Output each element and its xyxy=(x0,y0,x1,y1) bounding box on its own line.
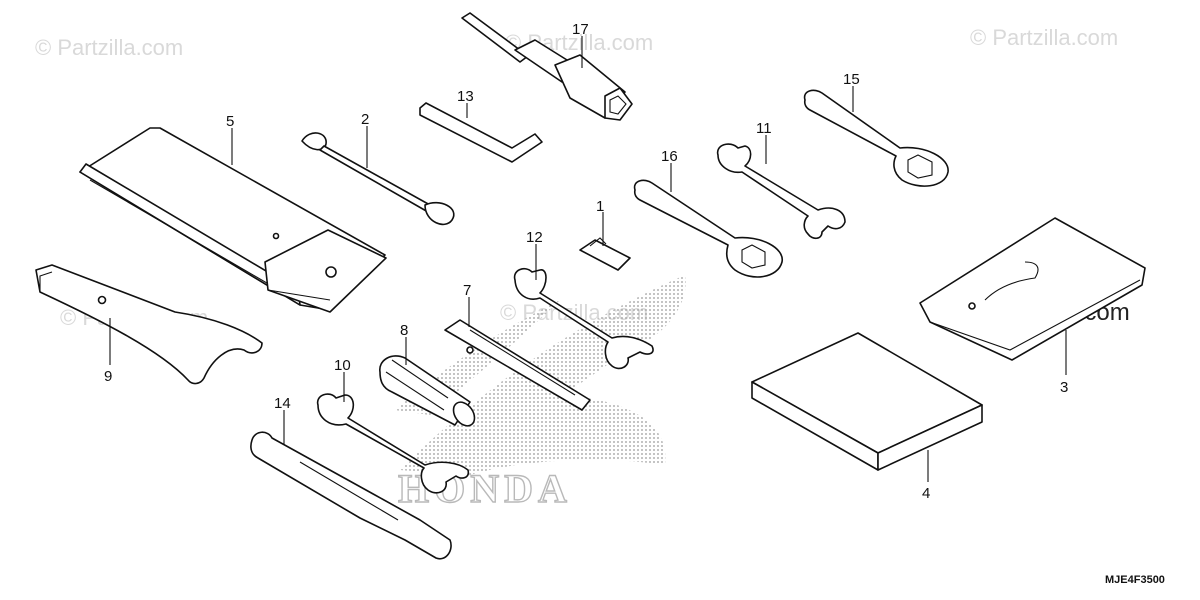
callout-14: 14 xyxy=(274,395,291,412)
part-4-manual xyxy=(751,332,983,471)
callout-11: 11 xyxy=(756,120,772,137)
callout-17: 17 xyxy=(572,21,589,38)
part-5-tool-bag xyxy=(79,127,387,313)
part-14-handle xyxy=(250,431,452,560)
leader-lines xyxy=(109,36,1067,482)
callout-8: 8 xyxy=(400,322,408,339)
callout-4: 4 xyxy=(922,485,930,502)
part-17-plug-wrench xyxy=(461,12,633,121)
part-12-wrench xyxy=(513,268,654,370)
callout-16: 16 xyxy=(661,148,678,165)
part-1-clip xyxy=(579,237,631,271)
diagram-code: MJE4F3500 xyxy=(1105,574,1165,586)
callout-5: 5 xyxy=(226,113,234,130)
part-2-cable xyxy=(301,132,455,226)
callout-7: 7 xyxy=(463,282,471,299)
part-15-box-wrench xyxy=(803,89,949,187)
part-11-wrench xyxy=(716,143,846,240)
callout-9: 9 xyxy=(104,368,112,385)
part-9-pin-spanner xyxy=(35,264,263,385)
callout-15: 15 xyxy=(843,71,860,88)
callout-3: 3 xyxy=(1060,379,1068,396)
callout-13: 13 xyxy=(457,88,474,105)
watermark: © Partzilla.com xyxy=(970,25,1118,50)
watermark: © Partzilla.com xyxy=(35,35,183,60)
part-8-driver-handle xyxy=(379,355,476,427)
callout-2: 2 xyxy=(361,111,369,128)
part-13-hex-key xyxy=(419,102,543,163)
part-3-pouch xyxy=(919,217,1146,361)
callout-1: 1 xyxy=(596,198,604,215)
callout-12: 12 xyxy=(526,229,543,246)
part-10-wrench xyxy=(316,393,470,494)
part-7-driver-bit xyxy=(444,319,591,411)
part-16-box-wrench xyxy=(633,179,783,278)
callout-10: 10 xyxy=(334,357,351,374)
